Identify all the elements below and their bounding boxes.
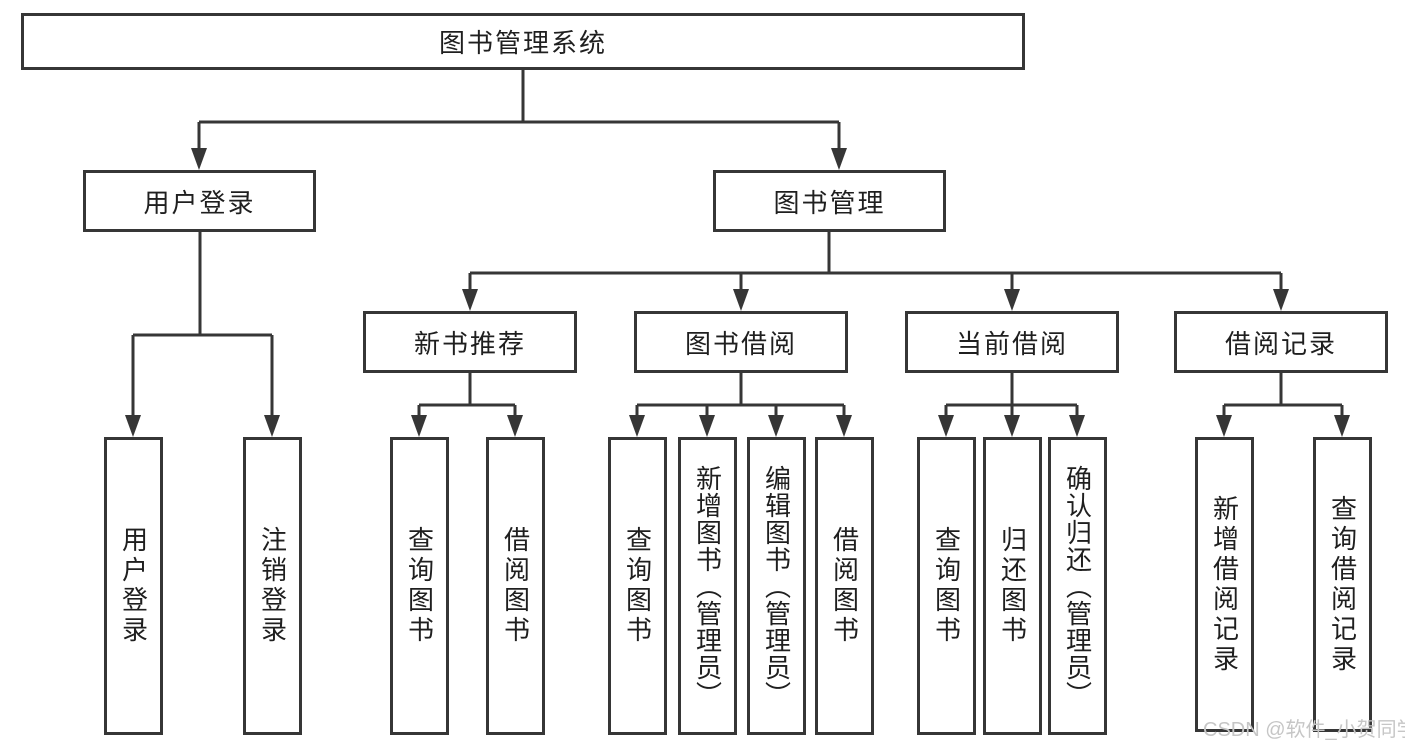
node-root: 图书管理系统 <box>21 13 1025 70</box>
arrow-down-icon <box>1069 415 1085 437</box>
connector-book-management <box>468 232 1283 293</box>
arrow-down-icon <box>699 415 715 437</box>
node-new-book-recommend: 新书推荐 <box>363 311 577 373</box>
leaf-current-confirm-return: 确认归还（管理员） <box>1048 437 1107 735</box>
connector-user-login <box>131 232 274 419</box>
leaf-current-query-books: 查询图书 <box>917 437 976 735</box>
node-book-management: 图书管理 <box>713 170 946 232</box>
connector-book-borrowing <box>635 373 846 419</box>
arrow-down-icon <box>1216 415 1232 437</box>
arrow-down-icon <box>462 289 478 311</box>
leaf-borrowing-query-books: 查询图书 <box>608 437 667 735</box>
arrow-down-icon <box>191 148 207 170</box>
leaf-user-login: 用户登录 <box>104 437 163 735</box>
node-current-borrowing: 当前借阅 <box>905 311 1119 373</box>
connector-new-book-recommend <box>417 373 517 419</box>
connector-root <box>197 70 841 152</box>
arrow-down-icon <box>1334 415 1350 437</box>
arrow-down-icon <box>733 289 749 311</box>
arrow-down-icon <box>831 148 847 170</box>
node-user-login: 用户登录 <box>83 170 316 232</box>
connector-borrowing-records <box>1222 373 1344 419</box>
leaf-records-add-record: 新增借阅记录 <box>1195 437 1254 732</box>
leaf-borrowing-edit-books: 编辑图书（管理员） <box>747 437 806 735</box>
leaf-records-query-record: 查询借阅记录 <box>1313 437 1372 732</box>
leaf-borrowing-borrow-books: 借阅图书 <box>815 437 874 735</box>
arrow-down-icon <box>1004 289 1020 311</box>
arrow-down-icon <box>264 415 280 437</box>
csdn-watermark: CSDN @软件_小贺同学 <box>1203 719 1405 741</box>
node-borrowing-records: 借阅记录 <box>1174 311 1388 373</box>
arrow-down-icon <box>507 415 523 437</box>
arrow-down-icon <box>1273 289 1289 311</box>
arrow-down-icon <box>836 415 852 437</box>
arrow-down-icon <box>629 415 645 437</box>
connector-current-borrowing <box>944 373 1079 419</box>
arrow-down-icon <box>938 415 954 437</box>
leaf-current-return-books: 归还图书 <box>983 437 1042 735</box>
node-book-borrowing: 图书借阅 <box>634 311 848 373</box>
arrow-down-icon <box>125 415 141 437</box>
leaf-recommend-borrow-books: 借阅图书 <box>486 437 545 735</box>
arrow-down-icon <box>1004 415 1020 437</box>
arrow-down-icon <box>768 415 784 437</box>
leaf-logout: 注销登录 <box>243 437 302 735</box>
arrow-down-icon <box>411 415 427 437</box>
leaf-recommend-query-books: 查询图书 <box>390 437 449 735</box>
leaf-borrowing-add-books: 新增图书（管理员） <box>678 437 737 735</box>
